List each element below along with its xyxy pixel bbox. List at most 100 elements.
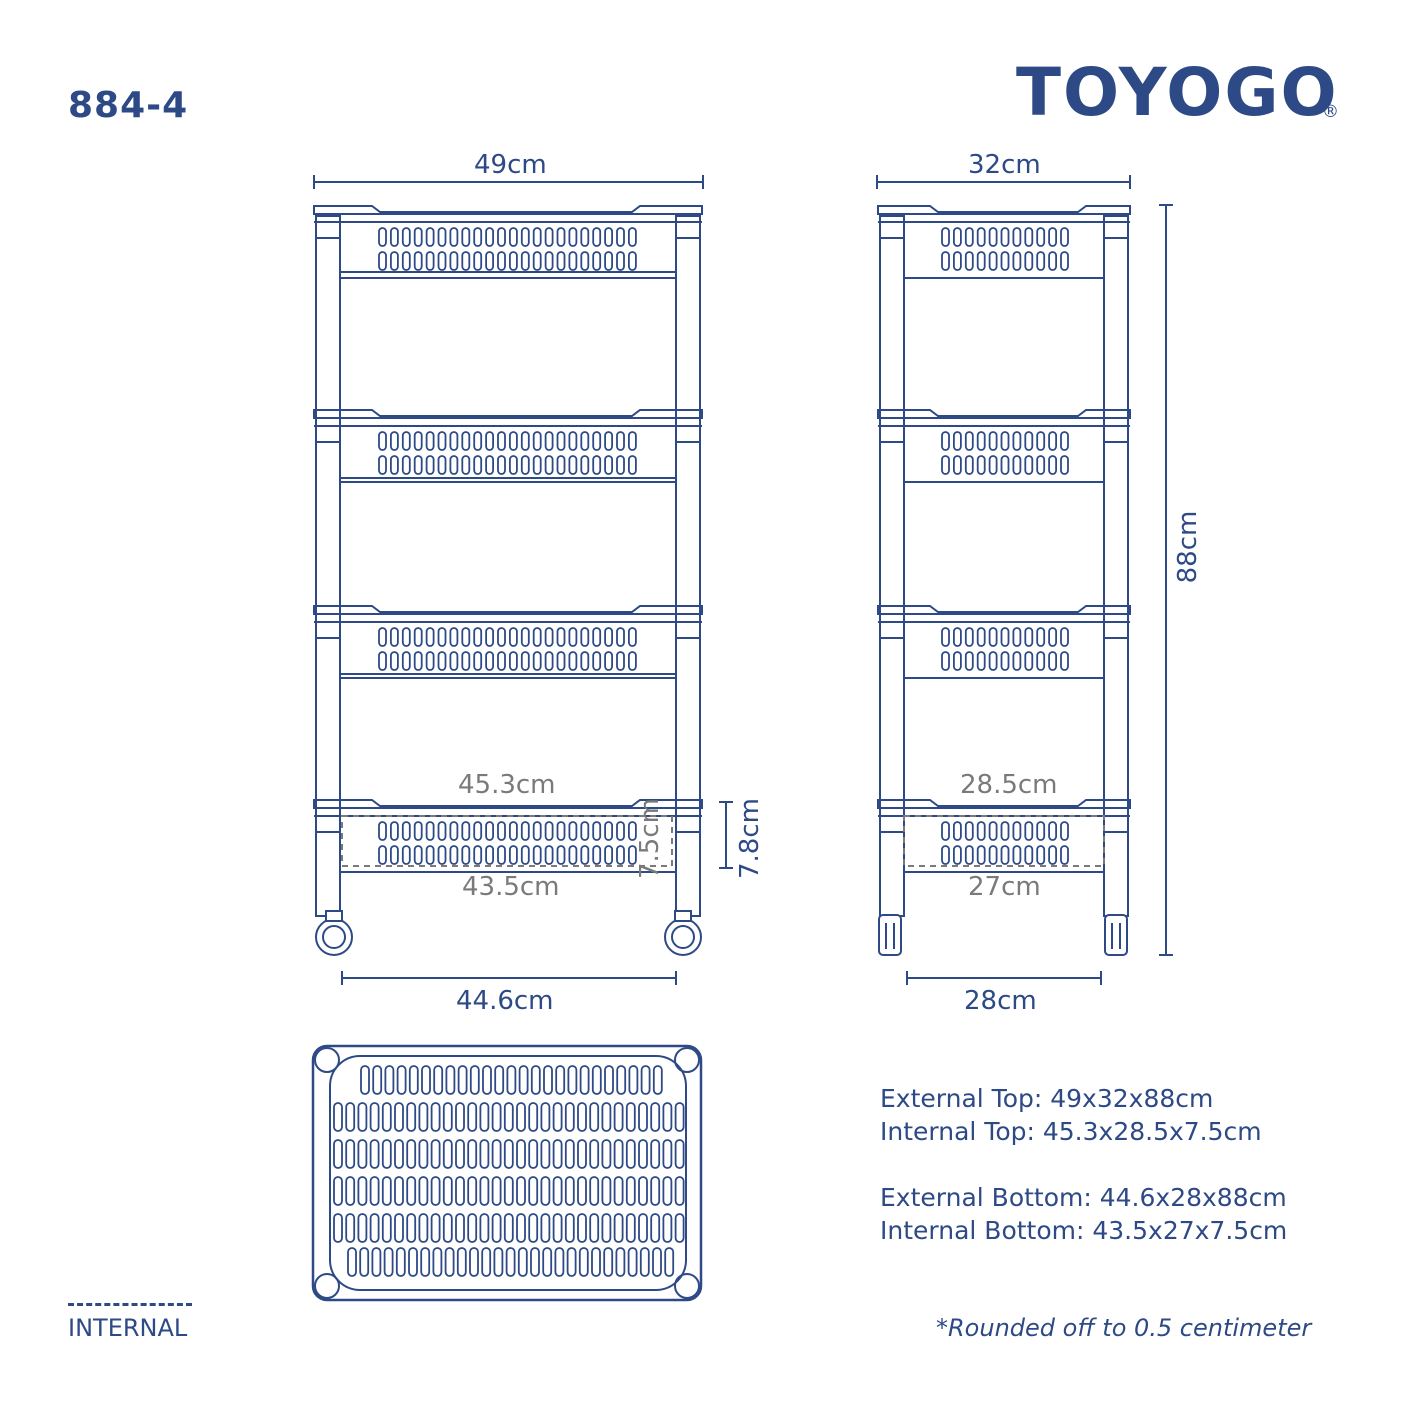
tray-vent-slot bbox=[394, 1213, 404, 1243]
vent-slot bbox=[568, 627, 578, 647]
vent-slot bbox=[378, 845, 387, 865]
vent-slot bbox=[976, 455, 986, 475]
side-post-connector bbox=[1103, 815, 1129, 833]
vent-slot bbox=[449, 651, 459, 671]
tray-vent-slot bbox=[625, 1139, 636, 1169]
tray-vent-slot bbox=[540, 1102, 551, 1132]
vent-slot bbox=[520, 845, 530, 865]
vent-slot bbox=[592, 651, 602, 671]
tray-vent-slot bbox=[505, 1247, 516, 1277]
vent-slot bbox=[628, 251, 637, 271]
vent-slot bbox=[604, 821, 613, 841]
vent-slot bbox=[437, 821, 447, 841]
tray-vent-slot bbox=[481, 1247, 492, 1277]
basket-front-panel bbox=[339, 425, 677, 483]
tray-vent-slot bbox=[369, 1139, 380, 1169]
vent-slot bbox=[953, 227, 962, 247]
vent-slot bbox=[473, 627, 483, 647]
tray-vent-slot bbox=[381, 1139, 392, 1169]
basket-front-panel bbox=[339, 621, 677, 679]
tray-vent-slot bbox=[601, 1102, 612, 1132]
vent-slot bbox=[1060, 627, 1069, 647]
vent-slot bbox=[413, 227, 423, 247]
tray-vent-slot bbox=[589, 1213, 600, 1243]
vent-slot bbox=[449, 821, 459, 841]
caster-wheel-icon bbox=[1104, 914, 1128, 956]
vent-slot bbox=[449, 845, 459, 865]
vent-slot bbox=[497, 455, 506, 475]
vent-slot bbox=[425, 227, 435, 247]
caster-wheel-outer bbox=[315, 918, 353, 956]
vent-slot bbox=[497, 251, 506, 271]
vent-slot bbox=[592, 627, 602, 647]
tray-vent-slot bbox=[552, 1176, 563, 1206]
vent-slot bbox=[568, 227, 578, 247]
tray-vent-slot bbox=[420, 1247, 431, 1277]
tray-vent-slot bbox=[589, 1102, 600, 1132]
vent-slot bbox=[1000, 845, 1010, 865]
vent-slot bbox=[1024, 431, 1034, 451]
tray-vent-slot bbox=[430, 1102, 441, 1132]
post-connector bbox=[675, 621, 701, 639]
vent-slot bbox=[964, 431, 974, 451]
vent-slot bbox=[568, 845, 578, 865]
vent-slot bbox=[1036, 651, 1046, 671]
vent-slot bbox=[485, 627, 495, 647]
vent-slot bbox=[556, 251, 566, 271]
vent-slot bbox=[941, 845, 950, 865]
vent-slot bbox=[437, 251, 447, 271]
vent-slot bbox=[988, 227, 998, 247]
tray-vent-slot bbox=[360, 1065, 370, 1095]
vent-slot bbox=[580, 821, 590, 841]
vent-slot bbox=[953, 845, 962, 865]
vent-slot bbox=[437, 227, 447, 247]
post-connector bbox=[315, 425, 341, 443]
vent-slot bbox=[485, 845, 495, 865]
vent-slot bbox=[1012, 627, 1022, 647]
tray-vent-slot bbox=[640, 1065, 651, 1095]
tray-vent-slot bbox=[491, 1176, 502, 1206]
tray-vent-slot bbox=[627, 1247, 638, 1277]
side-internal-depth-label: 28.5cm bbox=[960, 770, 1058, 800]
vent-slot bbox=[941, 227, 950, 247]
vent-slot bbox=[556, 821, 566, 841]
side-basket-panel bbox=[903, 621, 1105, 679]
vent-slot bbox=[401, 651, 411, 671]
front-view-drawing bbox=[313, 205, 703, 956]
tray-vent-slot bbox=[333, 1139, 343, 1169]
tray-vent-slot bbox=[433, 1065, 444, 1095]
vent-slot bbox=[616, 821, 625, 841]
side-right-post bbox=[1103, 215, 1129, 917]
vent-slot bbox=[378, 431, 387, 451]
vent-slot bbox=[485, 251, 495, 271]
vent-slot bbox=[449, 227, 459, 247]
tray-vent-slot bbox=[421, 1065, 431, 1095]
tray-vent-slot bbox=[638, 1176, 648, 1206]
tray-vent-slot bbox=[638, 1102, 648, 1132]
vent-slot bbox=[389, 431, 399, 451]
vent-slot bbox=[485, 227, 495, 247]
vent-slot bbox=[988, 251, 998, 271]
tray-vent-slot bbox=[394, 1139, 404, 1169]
tray-vent-slot bbox=[577, 1176, 587, 1206]
vent-slot bbox=[976, 651, 986, 671]
vent-slot bbox=[413, 431, 423, 451]
vent-slot bbox=[616, 651, 625, 671]
vent-slot bbox=[425, 455, 435, 475]
tray-vent-slot bbox=[333, 1176, 343, 1206]
vent-slot bbox=[413, 845, 423, 865]
caster-wheel-inner bbox=[671, 925, 695, 949]
tray-vent-slot bbox=[652, 1247, 662, 1277]
tray-vent-slot bbox=[467, 1139, 478, 1169]
vent-slot bbox=[544, 251, 554, 271]
vent-slot bbox=[988, 455, 998, 475]
vent-slot bbox=[964, 627, 974, 647]
vent-slot bbox=[628, 627, 637, 647]
shelf-rim bbox=[313, 605, 703, 615]
tray-vent-slot bbox=[506, 1065, 517, 1095]
tray-vent-slot bbox=[406, 1139, 417, 1169]
tray-vent-slot bbox=[383, 1247, 394, 1277]
vent-slot bbox=[1024, 227, 1034, 247]
tray-vent-slot bbox=[406, 1213, 417, 1243]
tray-vent-slot bbox=[567, 1065, 578, 1095]
